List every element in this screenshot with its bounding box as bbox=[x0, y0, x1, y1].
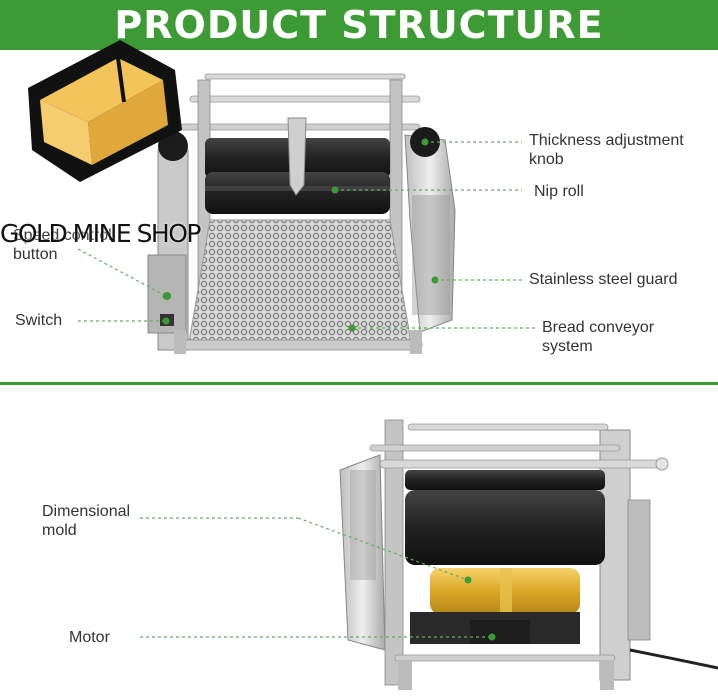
top-leader-dots bbox=[162, 138, 439, 332]
bottom-leader-lines bbox=[140, 517, 492, 638]
label-dimensional-mold: Dimensional mold bbox=[42, 503, 131, 539]
label-bread-conveyor-system: Bread conveyor system bbox=[542, 319, 655, 355]
label-thickness-adjustment-knob: Thickness adjustment knob bbox=[529, 132, 684, 168]
label-nip-roll: Nip roll bbox=[534, 183, 584, 200]
stainless-steel-guard bbox=[404, 134, 456, 333]
label-switch: Switch bbox=[15, 312, 63, 329]
gold-bar-logo-icon bbox=[28, 40, 182, 182]
bottom-leader-dots bbox=[464, 576, 496, 641]
label-stainless-steel-guard: Stainless steel guard bbox=[529, 271, 678, 288]
lower-black-roll bbox=[405, 490, 605, 565]
top-leader-lines bbox=[77, 141, 537, 329]
label-speed-control-button: Speed control button bbox=[13, 227, 112, 263]
bottom-machine bbox=[339, 419, 718, 690]
bread-conveyor-belt bbox=[187, 219, 413, 349]
page-title: PRODUCT STRUCTURE bbox=[114, 3, 604, 47]
shop-watermark: GOLD MINE SHOP bbox=[0, 219, 201, 248]
left-knob bbox=[158, 131, 188, 161]
top-machine bbox=[147, 73, 456, 354]
label-motor: Motor bbox=[69, 629, 110, 646]
section-divider bbox=[0, 382, 718, 385]
